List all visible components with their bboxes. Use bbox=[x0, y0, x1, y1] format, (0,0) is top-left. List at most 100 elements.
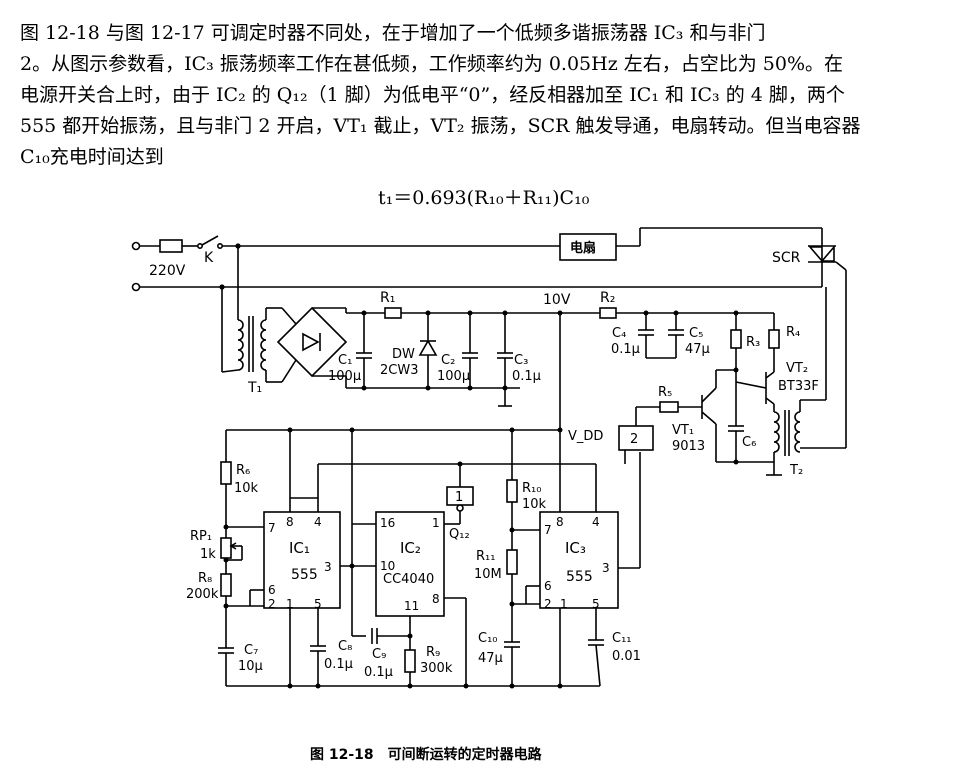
fan-box bbox=[559, 233, 617, 261]
r6-value: 10k bbox=[234, 481, 259, 496]
c2-value: 100μ bbox=[437, 369, 470, 384]
power-filter bbox=[346, 307, 780, 430]
r11-name: R₁₁ bbox=[476, 549, 495, 564]
supply-voltage-label: 10V bbox=[543, 292, 571, 308]
t1-label: T₁ bbox=[247, 380, 262, 396]
c3-value: 0.1μ bbox=[512, 369, 541, 384]
r5-label: R₅ bbox=[658, 385, 672, 400]
ic3-pin-5: 5 bbox=[592, 597, 600, 611]
r4-label: R₄ bbox=[786, 325, 800, 340]
ic1-pin-7: 7 bbox=[268, 521, 276, 535]
ic3-name: IC₃ bbox=[565, 539, 586, 557]
c7-value: 10μ bbox=[238, 659, 263, 674]
figure-caption: 图 12-18 可间断运转的定时器电路 bbox=[310, 747, 542, 763]
q12-label: Q₁₂ bbox=[449, 527, 470, 542]
ic1-pin-4: 4 bbox=[314, 515, 322, 529]
paragraph-line-5: C₁₀充电时间达到 bbox=[20, 146, 164, 168]
r8-value: 200k bbox=[186, 587, 219, 602]
c4-value: 0.1μ bbox=[611, 342, 640, 357]
r9-value: 300k bbox=[420, 661, 453, 676]
vdd-label: V_DD bbox=[568, 429, 603, 444]
r10-value: 10k bbox=[522, 497, 547, 512]
r3-resistor bbox=[730, 329, 742, 349]
mains-wiring bbox=[131, 227, 823, 372]
paragraph-line-2: 2。从图示参数看，IC₃ 振荡频率工作在甚低频，工作频率约为 0.05Hz 左右… bbox=[20, 53, 844, 75]
dw-value: 2CW3 bbox=[380, 363, 418, 378]
t2-label: T₂ bbox=[789, 463, 803, 478]
c9-value: 0.1μ bbox=[364, 665, 393, 680]
r11-value: 10M bbox=[474, 567, 502, 582]
paragraph-line-1: 图 12-18 与图 12-17 可调定时器不同处，在于增加了一个低频多谐振荡器… bbox=[20, 22, 766, 44]
ic2-type: CC4040 bbox=[383, 572, 434, 587]
rp1-value: 1k bbox=[200, 547, 216, 562]
c4-name: C₄ bbox=[612, 326, 626, 341]
r11-resistor bbox=[506, 549, 518, 575]
c5-name: C₅ bbox=[689, 326, 703, 341]
ic3-pin-7: 7 bbox=[544, 523, 552, 537]
ic1-pin-1: 1 bbox=[286, 597, 294, 611]
vt2-name: VT₂ bbox=[786, 361, 808, 376]
ic1-pin-8: 8 bbox=[286, 515, 294, 529]
c10-value: 47μ bbox=[478, 651, 503, 666]
r4-resistor bbox=[768, 329, 780, 349]
gate-1-label: 1 bbox=[455, 490, 463, 505]
c5-value: 47μ bbox=[685, 342, 710, 357]
r10-resistor bbox=[506, 479, 518, 503]
ic2-pin-1: 1 bbox=[432, 516, 440, 530]
c8-value: 0.1μ bbox=[324, 657, 353, 672]
ic1-pin-6: 6 bbox=[268, 583, 276, 597]
timing-formula: t₁＝0.693(R₁₀＋R₁₁)C₁₀ bbox=[378, 187, 590, 209]
c1-value: 100μ bbox=[328, 369, 361, 384]
r3-label: R₃ bbox=[746, 335, 760, 350]
ic3-pin-1: 1 bbox=[560, 597, 568, 611]
r9-name: R₉ bbox=[426, 645, 440, 660]
ic1-pin-3: 3 bbox=[324, 560, 332, 574]
ic3-pin-2: 2 bbox=[544, 597, 552, 611]
rp1-potentiometer bbox=[220, 537, 232, 559]
r6-name: R₆ bbox=[236, 463, 250, 478]
switch-k bbox=[201, 235, 219, 246]
c8-name: C₈ bbox=[338, 639, 352, 654]
ic3-pin-4: 4 bbox=[592, 515, 600, 529]
r8-resistor bbox=[220, 573, 232, 597]
c3-name: C₃ bbox=[514, 353, 528, 368]
gate-2-box bbox=[618, 425, 654, 451]
r2-resistor bbox=[599, 307, 617, 319]
ic3-chip bbox=[539, 511, 619, 609]
dw-name: DW bbox=[392, 347, 415, 362]
c10-name: C₁₀ bbox=[478, 631, 498, 646]
scr-triac bbox=[800, 244, 847, 449]
r6-resistor bbox=[220, 461, 232, 485]
description-paragraph: 图 12-18 与图 12-17 可调定时器不同处，在于增加了一个低频多谐振荡器… bbox=[20, 18, 938, 173]
ic2-pin-10: 10 bbox=[380, 559, 395, 573]
paragraph-line-4: 555 都开始振荡，且与非门 2 开启，VT₁ 截止，VT₂ 振荡，SCR 触发… bbox=[20, 115, 861, 137]
rp1-name: RP₁ bbox=[190, 529, 212, 544]
fuse bbox=[159, 239, 183, 253]
ic1-name: IC₁ bbox=[289, 539, 310, 557]
scr-label: SCR bbox=[772, 250, 801, 266]
transformer-t1 bbox=[221, 307, 282, 383]
ic1-type: 555 bbox=[291, 567, 318, 583]
ic2-pin-11: 11 bbox=[404, 599, 419, 613]
switch-label: K bbox=[204, 250, 214, 266]
ic1-pin-5: 5 bbox=[314, 597, 322, 611]
ic2-chip bbox=[375, 511, 445, 617]
r1-resistor bbox=[384, 307, 402, 319]
c7-name: C₇ bbox=[244, 643, 258, 658]
r8-name: R₈ bbox=[198, 571, 212, 586]
bridge-rectifier bbox=[276, 306, 385, 388]
ic3-pin-8: 8 bbox=[556, 515, 564, 529]
vt1-value: 9013 bbox=[672, 439, 705, 454]
r2-label: R₂ bbox=[600, 290, 615, 306]
c9-name: C₉ bbox=[372, 647, 386, 662]
r10-name: R₁₀ bbox=[522, 481, 541, 496]
paragraph-line-3: 电源开关合上时，由于 IC₂ 的 Q₁₂（1 脚）为低电平“0”，经反相器加至 … bbox=[20, 84, 845, 106]
fan-label: 电扇 bbox=[570, 240, 596, 256]
ic2-name: IC₂ bbox=[400, 539, 421, 557]
c6-label: C₆ bbox=[742, 435, 756, 450]
r5-resistor bbox=[659, 401, 679, 413]
c1-name: C₁ bbox=[338, 353, 352, 368]
vt1-name: VT₁ bbox=[672, 423, 694, 438]
c2-name: C₂ bbox=[441, 353, 455, 368]
